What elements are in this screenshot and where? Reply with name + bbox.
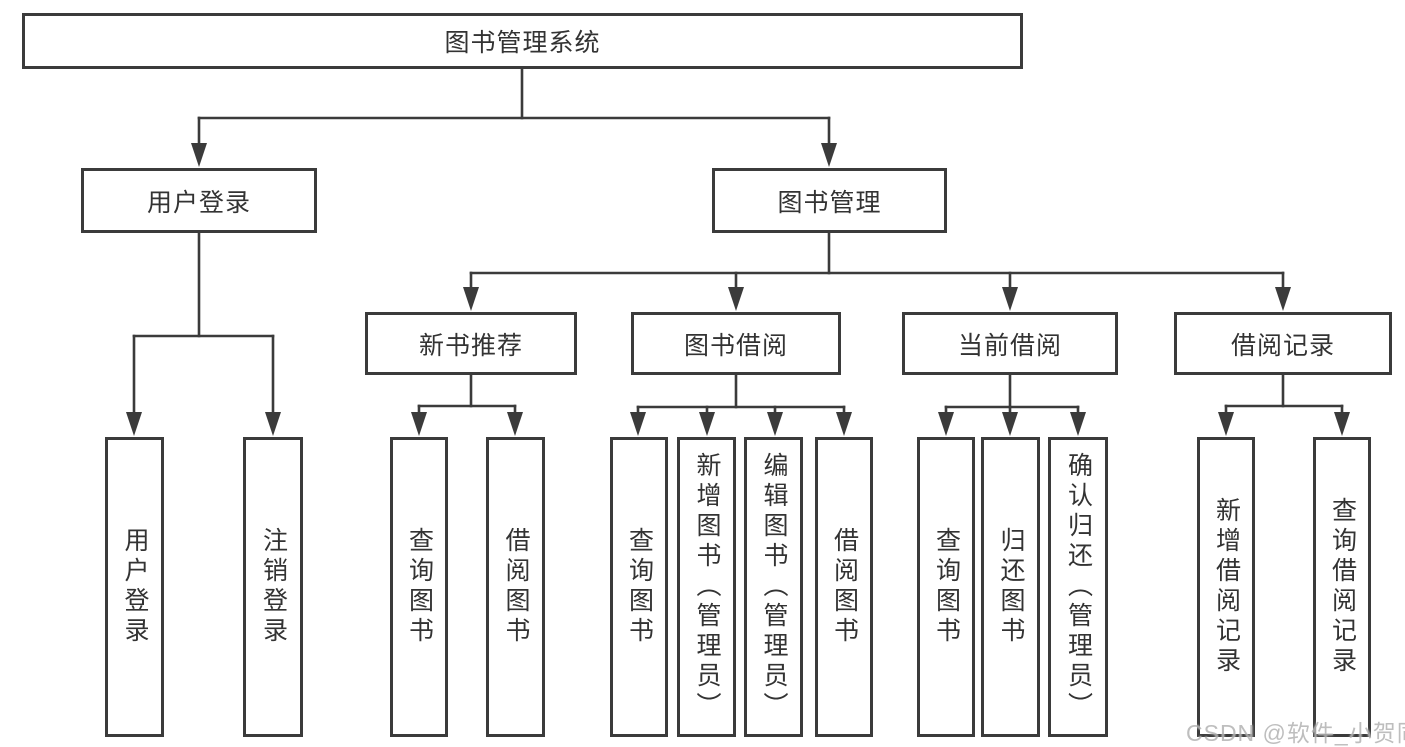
leaf-borrow-book-recommend: 借阅图书 (486, 437, 545, 737)
leaf-query-borrow-record: 查询借阅记录 (1313, 437, 1371, 737)
leaf-logout: 注销登录 (243, 437, 303, 737)
arrowhead (938, 412, 954, 436)
arrowhead (1334, 412, 1350, 436)
csdn-watermark: CSDN @软件_小贺同学 (1186, 720, 1405, 746)
node-user-login: 用户登录 (81, 168, 317, 233)
arrowhead (191, 143, 207, 167)
leaf-borrow-book: 借阅图书 (815, 437, 873, 737)
leaf-return-book: 归还图书 (981, 437, 1040, 737)
leaf-query-book-borrow: 查询图书 (610, 437, 668, 737)
arrowhead (265, 412, 281, 436)
arrowhead (126, 412, 142, 436)
arrowhead (463, 287, 479, 311)
leaf-confirm-return-admin: 确认归还（管理员） (1048, 437, 1108, 737)
arrowhead (1070, 412, 1086, 436)
node-book-management: 图书管理 (712, 168, 947, 233)
leaf-query-book-current: 查询图书 (917, 437, 975, 737)
leaf-query-book-recommend: 查询图书 (390, 437, 448, 737)
arrowhead (1275, 287, 1291, 311)
arrowhead (699, 412, 715, 436)
node-library-management-system: 图书管理系统 (22, 13, 1023, 69)
node-book-borrow: 图书借阅 (631, 312, 841, 375)
arrowhead (728, 287, 744, 311)
arrowhead (1002, 412, 1018, 436)
arrowhead (1002, 287, 1018, 311)
leaf-add-book-admin: 新增图书（管理员） (677, 437, 736, 737)
arrowhead (1218, 412, 1234, 436)
arrowhead (821, 143, 837, 167)
arrowhead (836, 412, 852, 436)
node-borrow-record: 借阅记录 (1174, 312, 1392, 375)
leaf-add-borrow-record: 新增借阅记录 (1197, 437, 1255, 737)
leaf-edit-book-admin: 编辑图书（管理员） (744, 437, 803, 737)
leaf-user-login: 用户登录 (105, 437, 164, 737)
arrowhead (507, 412, 523, 436)
arrowhead (630, 412, 646, 436)
node-new-book-recommend: 新书推荐 (365, 312, 577, 375)
arrowheads (126, 143, 1350, 436)
arrowhead (767, 412, 783, 436)
node-current-borrow: 当前借阅 (902, 312, 1118, 375)
arrowhead (411, 412, 427, 436)
